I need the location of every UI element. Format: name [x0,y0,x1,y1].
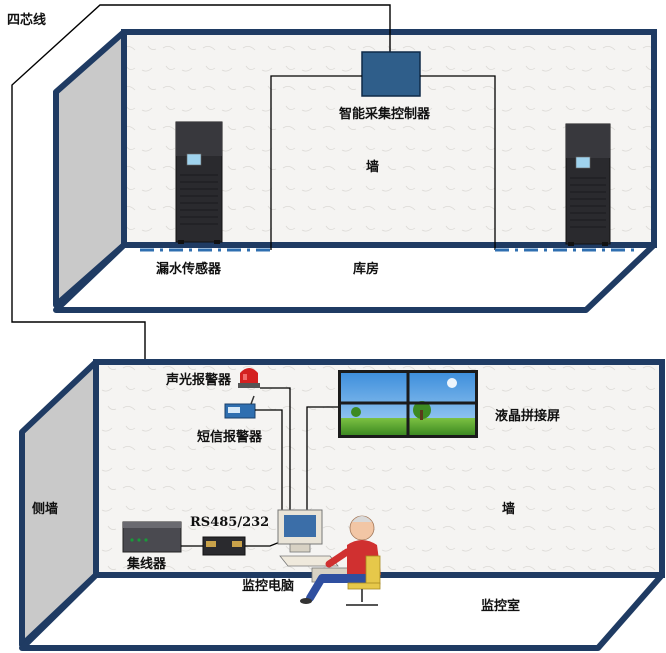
ac-cabinet-right [565,123,611,246]
alarm-wire-1 [260,387,291,528]
ac-cabinet-left [175,121,223,244]
monitor-room-floor [19,572,665,651]
four-core-wire-label: 四芯线 [7,13,47,28]
alarm-wire-2 [255,409,283,528]
warehouse-label: 库房 [353,262,380,277]
lcd-wire [306,406,338,520]
lcd-video-wall [338,370,478,438]
smart-controller-box [361,51,421,97]
controller-wire-left [270,75,362,250]
lcd-wall-label: 液晶拼接屏 [495,409,561,424]
side-wall-label: 侧墙 [32,502,59,517]
leak-sensor-label: 漏水传感器 [156,262,222,277]
sound-light-alarm-label: 声光报警器 [166,373,232,388]
rs485-converter [202,536,246,556]
monitor-room [19,359,665,651]
hub-label: 集线器 [127,557,167,572]
operator-person [300,515,381,606]
sms-alarm-label: 短信报警器 [197,430,263,445]
controller-wire-right [420,75,496,250]
monitor-room-label: 监控室 [481,599,521,614]
sound-light-alarm [238,368,260,388]
smart-controller-label: 智能采集控制器 [339,107,431,122]
sms-alarm [224,395,256,419]
hub-device [122,521,182,553]
monitor-pc-label: 监控电脑 [242,579,295,594]
warehouse-floor [53,242,657,313]
four-core-wire [11,4,391,524]
monitor-room-wall-label: 墙 [502,502,516,517]
monitor-room-back-wall [93,359,665,578]
rs485-label: RS485/232 [190,515,270,530]
warehouse-wall-label: 墙 [366,160,380,175]
